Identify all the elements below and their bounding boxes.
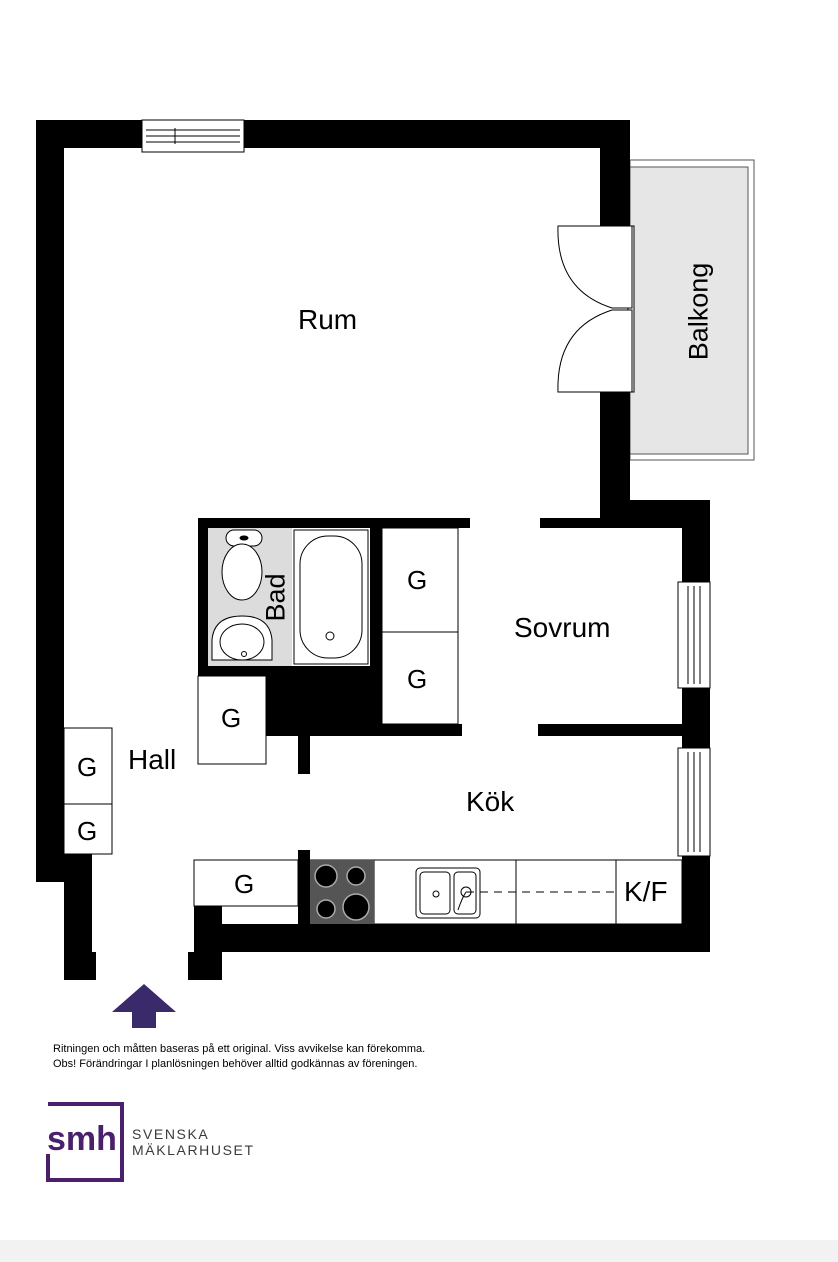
room-label-hall: Hall xyxy=(128,744,177,775)
door-icon xyxy=(557,225,635,393)
disclaimer-line-1: Ritningen och måtten baseras på ett orig… xyxy=(53,1043,426,1055)
balcony xyxy=(629,159,755,461)
walls xyxy=(36,120,710,980)
brand-name: SVENSKA MÄKLARHUSET xyxy=(132,1126,255,1158)
window-icon xyxy=(677,581,711,689)
closet-label: G xyxy=(77,752,98,782)
brand-line-1: SVENSKA xyxy=(132,1126,210,1142)
closet-label: G xyxy=(221,703,242,733)
window-icon xyxy=(677,747,711,857)
room-label-balkong: Balkong xyxy=(683,262,714,361)
stove-icon xyxy=(310,860,374,924)
closet-label: G xyxy=(407,664,428,694)
room-label-rum: Rum xyxy=(298,304,358,335)
bottom-bar xyxy=(0,1240,838,1262)
toilet-icon xyxy=(221,529,263,601)
room-label-bad: Bad xyxy=(260,573,291,622)
room-label-kf: K/F xyxy=(624,876,668,907)
room-label-sovrum: Sovrum xyxy=(514,612,611,643)
window-icon xyxy=(141,119,245,153)
disclaimer-line-2: Obs! Förändringar I planlösningen behöve… xyxy=(53,1058,418,1070)
closet-label: G xyxy=(77,816,98,846)
room-label-kok: Kök xyxy=(466,786,515,817)
disclaimer: Ritningen och måtten baseras på ett orig… xyxy=(53,1042,425,1072)
entrance-arrow-icon xyxy=(112,984,176,1028)
bathtub-icon xyxy=(293,529,369,665)
kitchen-sink-icon xyxy=(415,867,481,919)
closets xyxy=(63,527,459,907)
closet-label: G xyxy=(234,869,255,899)
logo-icon: smh xyxy=(46,1102,124,1182)
closet-label: G xyxy=(407,565,428,595)
brand-line-2: MÄKLARHUSET xyxy=(132,1142,255,1158)
sink-icon xyxy=(211,615,273,661)
logo-mark: smh xyxy=(47,1120,117,1158)
